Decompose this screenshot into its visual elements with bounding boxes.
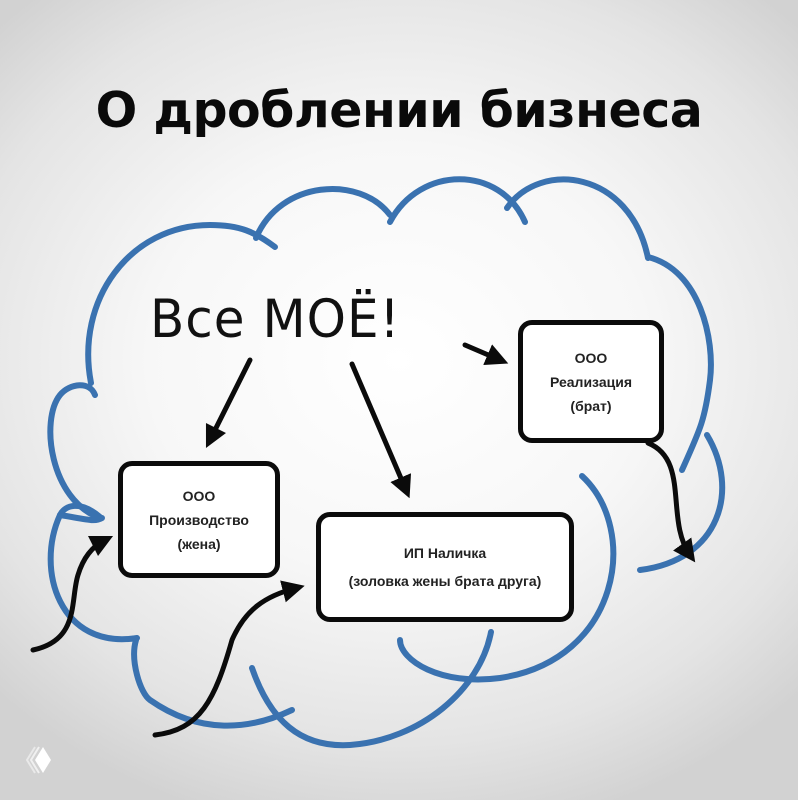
arrows-group (30, 342, 696, 738)
box-cash-owner: (золовка жены брата друга) (348, 573, 542, 589)
slogan-text: Все МОЁ! (150, 288, 401, 350)
box-realization-name: Реализация (549, 373, 632, 390)
box-realization-owner: (брат) (570, 397, 612, 414)
box-ooo-realization: ООО Реализация (брат) (518, 320, 664, 443)
box-production-name: Производство (149, 511, 249, 528)
box-ooo-production: ООО Производство (жена) (118, 461, 280, 578)
diamond-logo-icon (25, 746, 51, 774)
cloud-outline-shape (47, 176, 726, 749)
arrow-in-production (30, 535, 114, 653)
arrow-to-cash (349, 361, 412, 499)
arrow-to-production (205, 357, 253, 449)
box-realization-type: ООО (574, 349, 608, 366)
diagram-title: О дроблении бизнеса (95, 82, 703, 139)
arrow-to-realization (462, 342, 509, 366)
box-production-owner: (жена) (177, 535, 221, 552)
box-cash-name: ИП Наличка (403, 545, 487, 561)
arrow-in-cash (152, 580, 305, 738)
arrow-out-realization (645, 440, 696, 563)
box-production-type: ООО (182, 487, 216, 504)
box-ip-cash: ИП Наличка (золовка жены брата друга) (316, 512, 574, 622)
